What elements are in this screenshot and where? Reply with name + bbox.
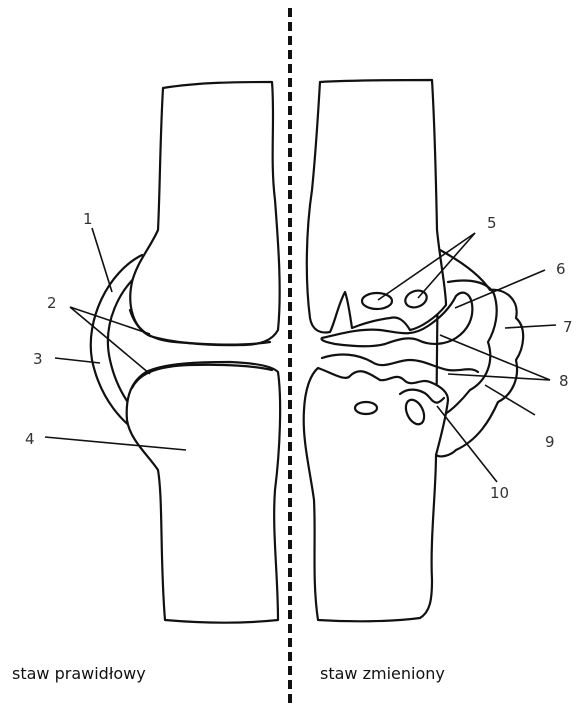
caption-altered-joint: staw zmieniony (320, 664, 445, 683)
label-10: 10 (490, 484, 509, 502)
label-3: 3 (33, 350, 43, 368)
leader-1 (92, 228, 112, 292)
label-7: 7 (563, 318, 573, 336)
upper-bone (130, 82, 279, 345)
altered-joint: 5 6 7 8 9 10 (304, 80, 573, 621)
label-6: 6 (556, 260, 566, 278)
label-5: 5 (487, 214, 497, 232)
label-1: 1 (83, 210, 93, 228)
lower-bone (127, 362, 280, 623)
label-8: 8 (559, 372, 569, 390)
label-9: 9 (545, 433, 555, 451)
leader-3 (55, 358, 100, 363)
label-4: 4 (25, 430, 35, 448)
normal-joint: 1 2 3 4 (25, 82, 280, 623)
label-2: 2 (47, 294, 57, 312)
caption-normal-joint: staw prawidłowy (12, 664, 146, 683)
